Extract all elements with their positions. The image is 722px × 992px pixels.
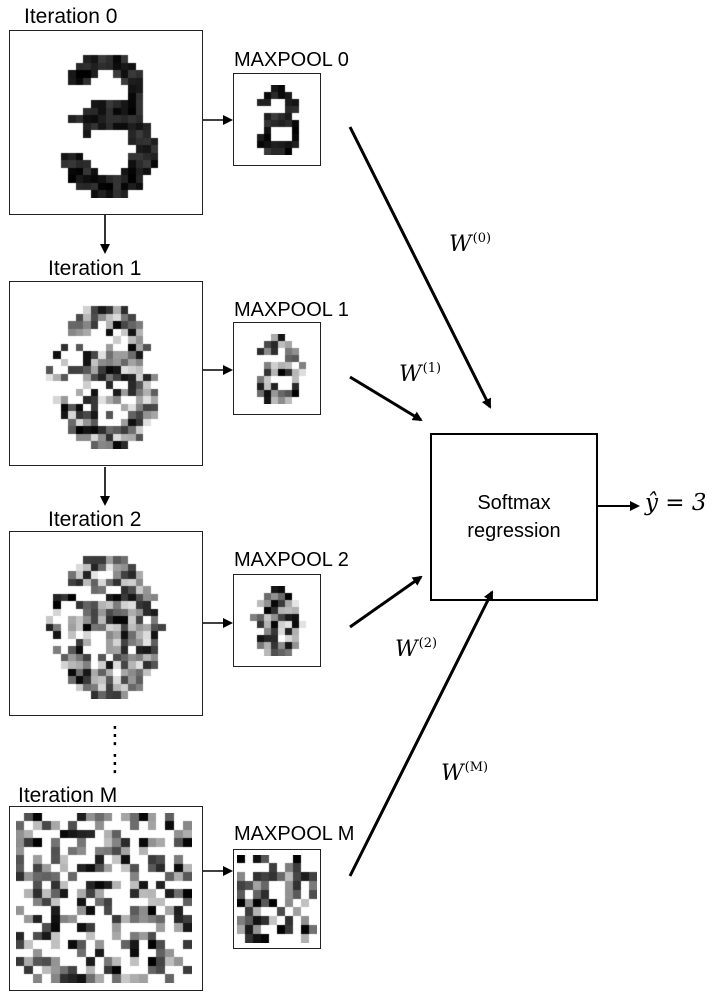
maxpool-image-2 <box>233 574 321 667</box>
softmax-line1: Softmax <box>477 492 551 514</box>
iteration-label-2: Iteration 2 <box>48 508 142 531</box>
maxpool-pixels-m <box>237 855 317 943</box>
ellipsis-dots: ⋮ <box>103 722 127 749</box>
digit-image-m <box>16 813 192 983</box>
iteration-label-m: Iteration M <box>18 784 118 807</box>
softmax-regression-box: Softmax regression <box>430 433 598 601</box>
maxpool-label-1: MAXPOOL 1 <box>234 299 349 321</box>
iteration-image-m <box>9 806 203 991</box>
digit-image-0 <box>31 48 181 198</box>
iteration-label-1: Iteration 1 <box>48 257 142 280</box>
iteration-label-0: Iteration 0 <box>24 5 118 28</box>
maxpool-label-m: MAXPOOL M <box>234 823 355 845</box>
maxpool-image-1 <box>233 322 321 415</box>
weight-label-1: W(1) <box>399 361 442 387</box>
weight-label-2: W(2) <box>395 636 438 662</box>
weight-arrow-m <box>348 590 494 877</box>
weight-arrow-1 <box>349 375 423 422</box>
iteration-image-1 <box>9 281 203 466</box>
maxpool-image-0 <box>233 73 321 166</box>
output-prediction: ŷ = 3 <box>645 490 707 516</box>
softmax-line2: regression <box>467 520 561 542</box>
ellipsis-dots-2: ⋮ <box>103 750 127 777</box>
maxpool-label-0: MAXPOOL 0 <box>234 49 349 71</box>
maxpool-pixels-1 <box>243 334 313 404</box>
weight-arrow-0 <box>348 126 492 409</box>
maxpool-image-m <box>233 849 321 949</box>
digit-image-1 <box>31 299 181 449</box>
iteration-image-2 <box>9 531 203 716</box>
weight-label-0: W(0) <box>449 231 492 257</box>
maxpool-pixels-0 <box>243 85 313 155</box>
digit-image-2 <box>31 549 181 699</box>
maxpool-label-2: MAXPOOL 2 <box>234 549 349 571</box>
weight-arrow-2 <box>349 575 423 629</box>
iteration-image-0 <box>9 30 203 215</box>
maxpool-pixels-2 <box>243 586 313 656</box>
weight-label-m: W(M) <box>441 760 489 786</box>
